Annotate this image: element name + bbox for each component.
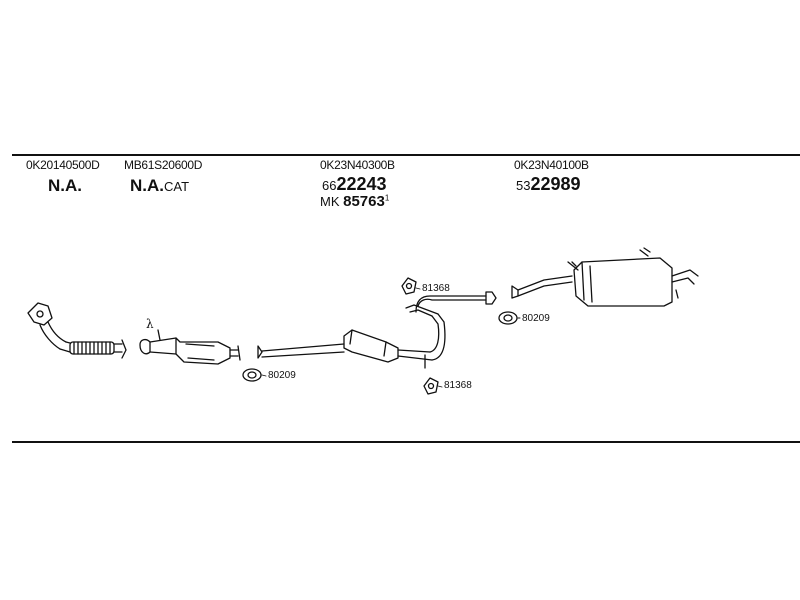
top-divider [12,154,800,156]
clamp-bottom-drawing [423,377,439,395]
gasket-left-label: 80209 [268,370,296,381]
middle-silencer-drawing [257,291,497,369]
part-number-catalyst: MB61S20600D [124,158,203,172]
gasket-right-label: 80209 [522,313,550,324]
part-number-rear-silencer: 0K23N40100B [514,158,589,172]
middle-silencer-ref-number: 22243 [336,174,387,194]
mk-number: 85763 [343,193,385,210]
catalyst-variant-suffix: CAT [164,179,190,194]
middle-silencer-ref: 6622243 [322,174,387,195]
middle-silencer-ref-prefix: 66 [322,178,337,193]
catalyst-variant-main: N.A. [130,176,164,195]
gasket-left-drawing [242,368,262,382]
lambda-sensor-symbol: λ [146,317,154,331]
part-number-front-pipe: 0K20140500D [26,158,100,172]
mk-label: MK [320,194,340,209]
mk-superscript: 1 [384,193,390,203]
front-pipe-variant: N.A. [48,176,82,195]
clamp-bottom-label: 81368 [444,380,472,391]
catalyst-variant: N.A.CAT [130,176,189,196]
rear-silencer-ref-number: 22989 [530,174,581,194]
clamp-top-drawing [401,277,417,295]
part-number-middle-silencer: 0K23N40300B [320,158,395,172]
middle-silencer-mk: MK 857631 [320,193,389,210]
rear-silencer-ref: 5322989 [516,174,581,195]
gasket-right-drawing [498,311,518,325]
rear-silencer-drawing [511,247,699,307]
clamp-top-label: 81368 [422,283,450,294]
rear-silencer-ref-prefix: 53 [516,178,531,193]
leader-lines [261,287,521,388]
bottom-divider [12,441,800,443]
catalytic-converter-drawing [139,329,241,365]
front-pipe-drawing [27,302,127,359]
